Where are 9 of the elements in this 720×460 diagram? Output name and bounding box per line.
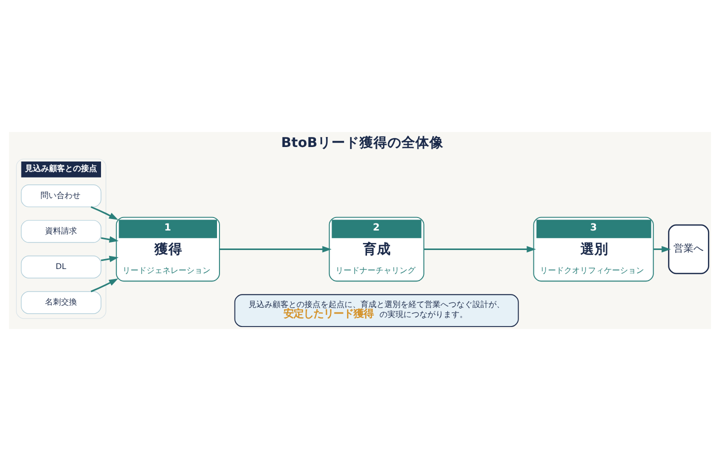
arrow xyxy=(100,255,119,262)
arrow xyxy=(424,245,536,252)
arrow xyxy=(90,206,118,220)
diagram-title: BtoBリード獲得の全体像 xyxy=(281,134,444,151)
arrow xyxy=(654,245,671,252)
arrow xyxy=(220,245,332,252)
arrow xyxy=(90,278,118,292)
arrow xyxy=(100,236,119,242)
node-box: 営業へ xyxy=(668,224,710,274)
